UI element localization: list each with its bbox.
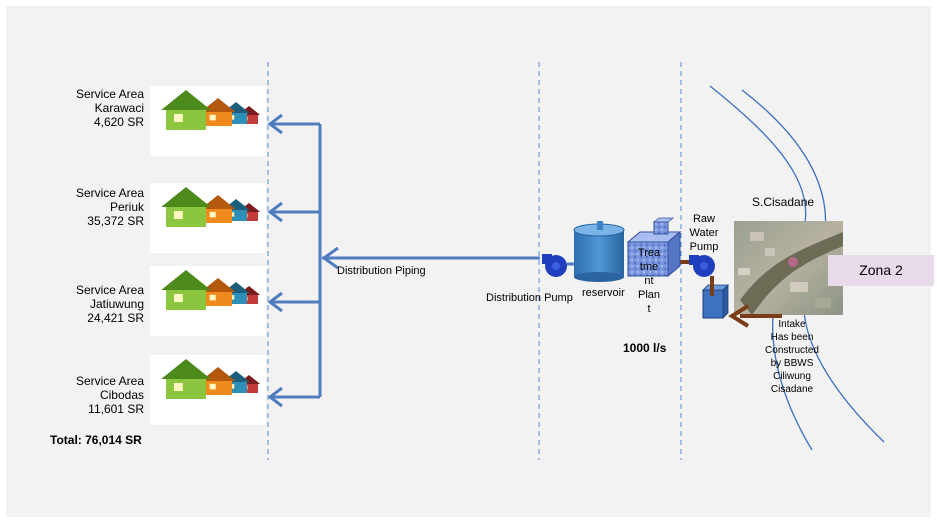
raw-water-pump-label-line: Water xyxy=(689,227,719,239)
service-area-periuk-label: Service Area Periuk 35,372 SR xyxy=(34,186,144,228)
raw-water-pump-label-line: Raw xyxy=(692,213,715,225)
raw-water-pump-label: Raw Water Pump xyxy=(686,212,722,254)
service-area-count: 4,620 SR xyxy=(93,115,144,129)
river-label: S.Cisadane xyxy=(752,195,815,209)
service-area-count: 35,372 SR xyxy=(87,214,144,228)
total-label: Total: 76,014 SR xyxy=(50,433,142,447)
treatment-plant-label-line: nt xyxy=(644,275,654,287)
branch-arrows xyxy=(267,113,320,408)
intake-note: Intake Has been Constructed by BBWS Cili… xyxy=(752,318,832,396)
distribution-pipe-arrowhead xyxy=(321,246,339,270)
reservoir-tank-icon xyxy=(567,221,625,282)
treatment-plant-label-line: t xyxy=(647,303,651,315)
house-icon xyxy=(200,367,236,395)
distribution-pump-label: Distribution Pump xyxy=(486,292,573,304)
service-area-name: Karawaci xyxy=(94,101,144,115)
service-area-count: 11,601 SR xyxy=(88,402,144,416)
service-area-title: Service Area xyxy=(75,374,144,388)
distribution-pump-icon xyxy=(542,254,567,277)
raw-water-pump-label-line: Pump xyxy=(689,241,719,253)
intake-note-line: by BBWS xyxy=(770,358,814,369)
service-area-name: Periuk xyxy=(109,200,144,214)
intake-arrow xyxy=(728,304,782,328)
service-area-jatiuwung-label: Service Area Jatiuwung 24,421 SR xyxy=(34,283,144,325)
service-area-title: Service Area xyxy=(75,186,144,200)
house-icon xyxy=(161,270,211,310)
service-area-title: Service Area xyxy=(75,283,144,297)
service-area-cibodas-label: Service Area Cibodas 11,601 SR xyxy=(34,374,144,416)
house-icon xyxy=(161,90,211,130)
treatment-plant-label: Trea tme nt Plan t xyxy=(634,246,664,316)
raw-water-pump-icon xyxy=(689,255,715,277)
service-area-name: Jatiuwung xyxy=(89,297,144,311)
intake-note-line: Constructed xyxy=(765,345,819,356)
distribution-piping-label: Distribution Piping xyxy=(337,265,426,277)
treatment-plant-label-line: Trea xyxy=(637,247,661,259)
service-area-count: 24,421 SR xyxy=(87,311,144,325)
houses-group xyxy=(150,86,266,425)
house-icon xyxy=(200,98,236,126)
treatment-plant-label-line: tme xyxy=(639,261,659,273)
intake-note-line: Has been xyxy=(770,332,814,343)
house-icon xyxy=(200,278,236,306)
zone-badge: Zona 2 xyxy=(828,255,934,286)
treatment-plant-label-line: Plan xyxy=(637,289,661,301)
intake-note-line: Ciliwung xyxy=(773,371,811,382)
capacity-label: 1000 l/s xyxy=(623,341,667,355)
reservoir-label: reservoir xyxy=(582,287,625,299)
service-area-title: Service Area xyxy=(75,87,144,101)
house-icon xyxy=(200,195,236,223)
satellite-image xyxy=(734,221,843,315)
intake-structure xyxy=(702,284,729,319)
house-icon xyxy=(161,187,211,227)
intake-note-line: Intake xyxy=(778,319,806,330)
intake-note-line: Cisadane xyxy=(770,384,814,395)
house-icon xyxy=(161,359,211,399)
service-area-name: Cibodas xyxy=(99,388,144,402)
treatment-plant-icon xyxy=(626,217,682,278)
service-area-karawaci-label: Service Area Karawaci 4,620 SR xyxy=(34,87,144,129)
